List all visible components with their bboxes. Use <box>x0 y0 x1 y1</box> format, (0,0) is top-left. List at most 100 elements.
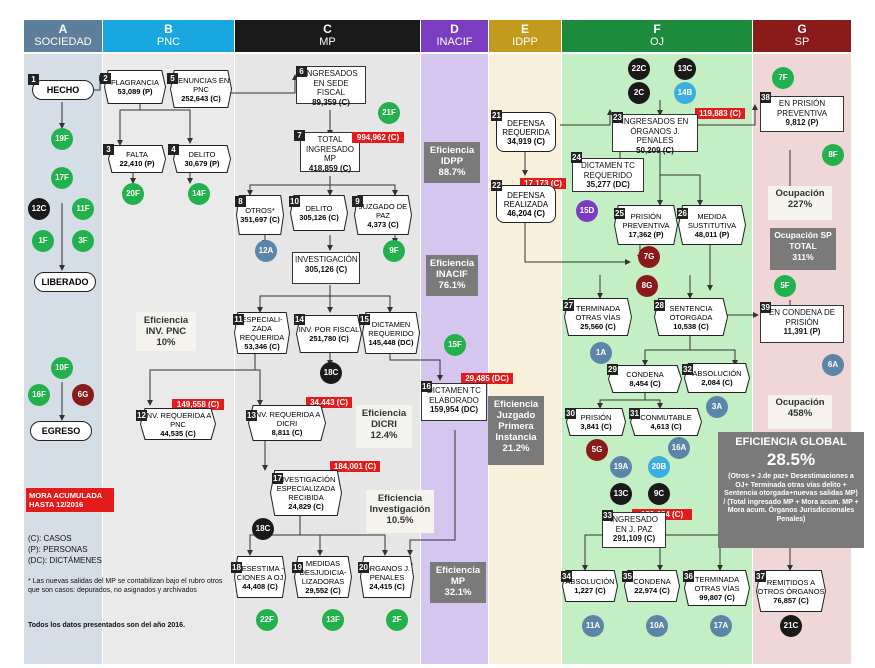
node-32-value: 2,084 (C) <box>701 378 733 387</box>
node-32-label: ABSOLUCIÓN <box>692 369 742 378</box>
node-25-num: 25 <box>614 208 625 219</box>
node-17-label: INVESTIGACIÓN ESPECIALIZADA RECIBIDA <box>276 475 336 502</box>
node-39-label: EN CONDENA DE PRISIÓN <box>768 308 836 327</box>
node-35-value: 22,974 (C) <box>634 586 670 595</box>
eff-global: EFICIENCIA GLOBAL 28.5% (Otros + J.de pa… <box>718 432 864 548</box>
connector-3a: 3A <box>706 396 728 418</box>
node-34-value: 1,227 (C) <box>574 586 606 595</box>
node-30-label: PRISIÓN <box>580 413 612 422</box>
node-28-label: SENTENCIA OTORGADA <box>669 303 713 322</box>
node-31-label: CONMUTABLE <box>640 413 692 422</box>
node-33-label: INGRESADO EN J. PAZ <box>609 515 658 534</box>
connector-11a: 11A <box>582 615 604 637</box>
mora-12: 149,558 (C) <box>172 399 224 410</box>
eff-ocupacion1-title: Ocupación <box>775 188 825 199</box>
node-21-num: 21 <box>491 110 502 121</box>
connector-19a: 19A <box>610 456 632 478</box>
node-35-label: CONDENA <box>633 577 671 586</box>
node-8-num: 8 <box>235 196 246 207</box>
header-c-letter: C <box>323 22 332 36</box>
node-19-value: 29,552 (C) <box>305 586 341 595</box>
node-7-label: TOTAL INGRESADO MP <box>305 135 354 163</box>
connector-9f: 9F <box>383 240 405 262</box>
node-24-value: 35,277 (DC) <box>586 180 630 189</box>
node-21-label: DEFENSA REQUERIDA <box>502 118 550 137</box>
node-24-num: 24 <box>571 152 582 163</box>
node-30-value: 3,841 (C) <box>580 422 612 431</box>
node-38-label: EN PRISIÓN PREVENTIVA <box>776 99 828 118</box>
connector-12c: 12C <box>28 198 50 220</box>
node-18-value: 44,408 (C) <box>242 581 278 591</box>
node-17-value: 24,829 (C) <box>288 502 324 511</box>
connector-7g: 7G <box>638 246 660 268</box>
header-d-letter: D <box>450 22 459 36</box>
node-8-label: OTROS* <box>245 206 275 215</box>
node-33-num: 33 <box>602 510 613 521</box>
connector-13c: 13C <box>674 58 696 80</box>
connector-19f: 19F <box>51 128 73 150</box>
node-31-value: 4,613 (C) <box>650 422 682 431</box>
connector-22c: 22C <box>628 58 650 80</box>
mora-22: 17,173 (C) <box>520 178 566 189</box>
eff-pnc-title: Eficiencia INV. PNC <box>143 315 189 337</box>
connector-16a: 16A <box>668 437 690 459</box>
mora-7: 994,962 (C) <box>352 132 404 143</box>
node-16-label: DICTAMEN TC ELABORADO <box>427 386 481 405</box>
eff-mp-value: 32.1% <box>444 587 472 598</box>
connector-8g: 8G <box>636 275 658 297</box>
node-1-num: 1 <box>28 74 39 85</box>
mora-16: 29,485 (DC) <box>461 373 513 384</box>
node-7-num: 7 <box>294 130 305 141</box>
header-b-name: PNC <box>156 36 181 48</box>
node-6-num: 6 <box>296 66 307 77</box>
node-29-num: 29 <box>607 364 618 375</box>
header-a-name: SOCIEDAD <box>34 36 92 48</box>
eff-idpp-title: Eficiencia IDPP <box>429 145 475 167</box>
header-f-name: OJ <box>649 36 665 48</box>
connector-5g: 5G <box>586 439 608 461</box>
eff-investigacion-value: 10.5% <box>386 515 414 526</box>
node-13-label: INV. REQUERIDA A DICRI <box>253 409 321 428</box>
node-29-value: 8,454 (C) <box>629 379 661 388</box>
node-11-value: 53,346 (C) <box>244 342 280 351</box>
node-37-label: REMITIDOS A OTROS ÓRGANOS <box>757 577 825 596</box>
node-5-num: 5 <box>167 73 178 84</box>
node-inv-label: INVESTIGACIÓN <box>295 255 358 264</box>
connector-14f: 14F <box>188 183 210 205</box>
connector-18c: 18C <box>320 362 342 384</box>
header-b-letter: B <box>164 22 173 36</box>
node-2-value: 53,089 (P) <box>117 87 153 96</box>
node-inv-value: 305,126 (C) <box>304 264 348 274</box>
node-19-num: 19 <box>292 562 303 573</box>
eff-ocupacion-total-title: Ocupación SP TOTAL <box>774 230 832 251</box>
